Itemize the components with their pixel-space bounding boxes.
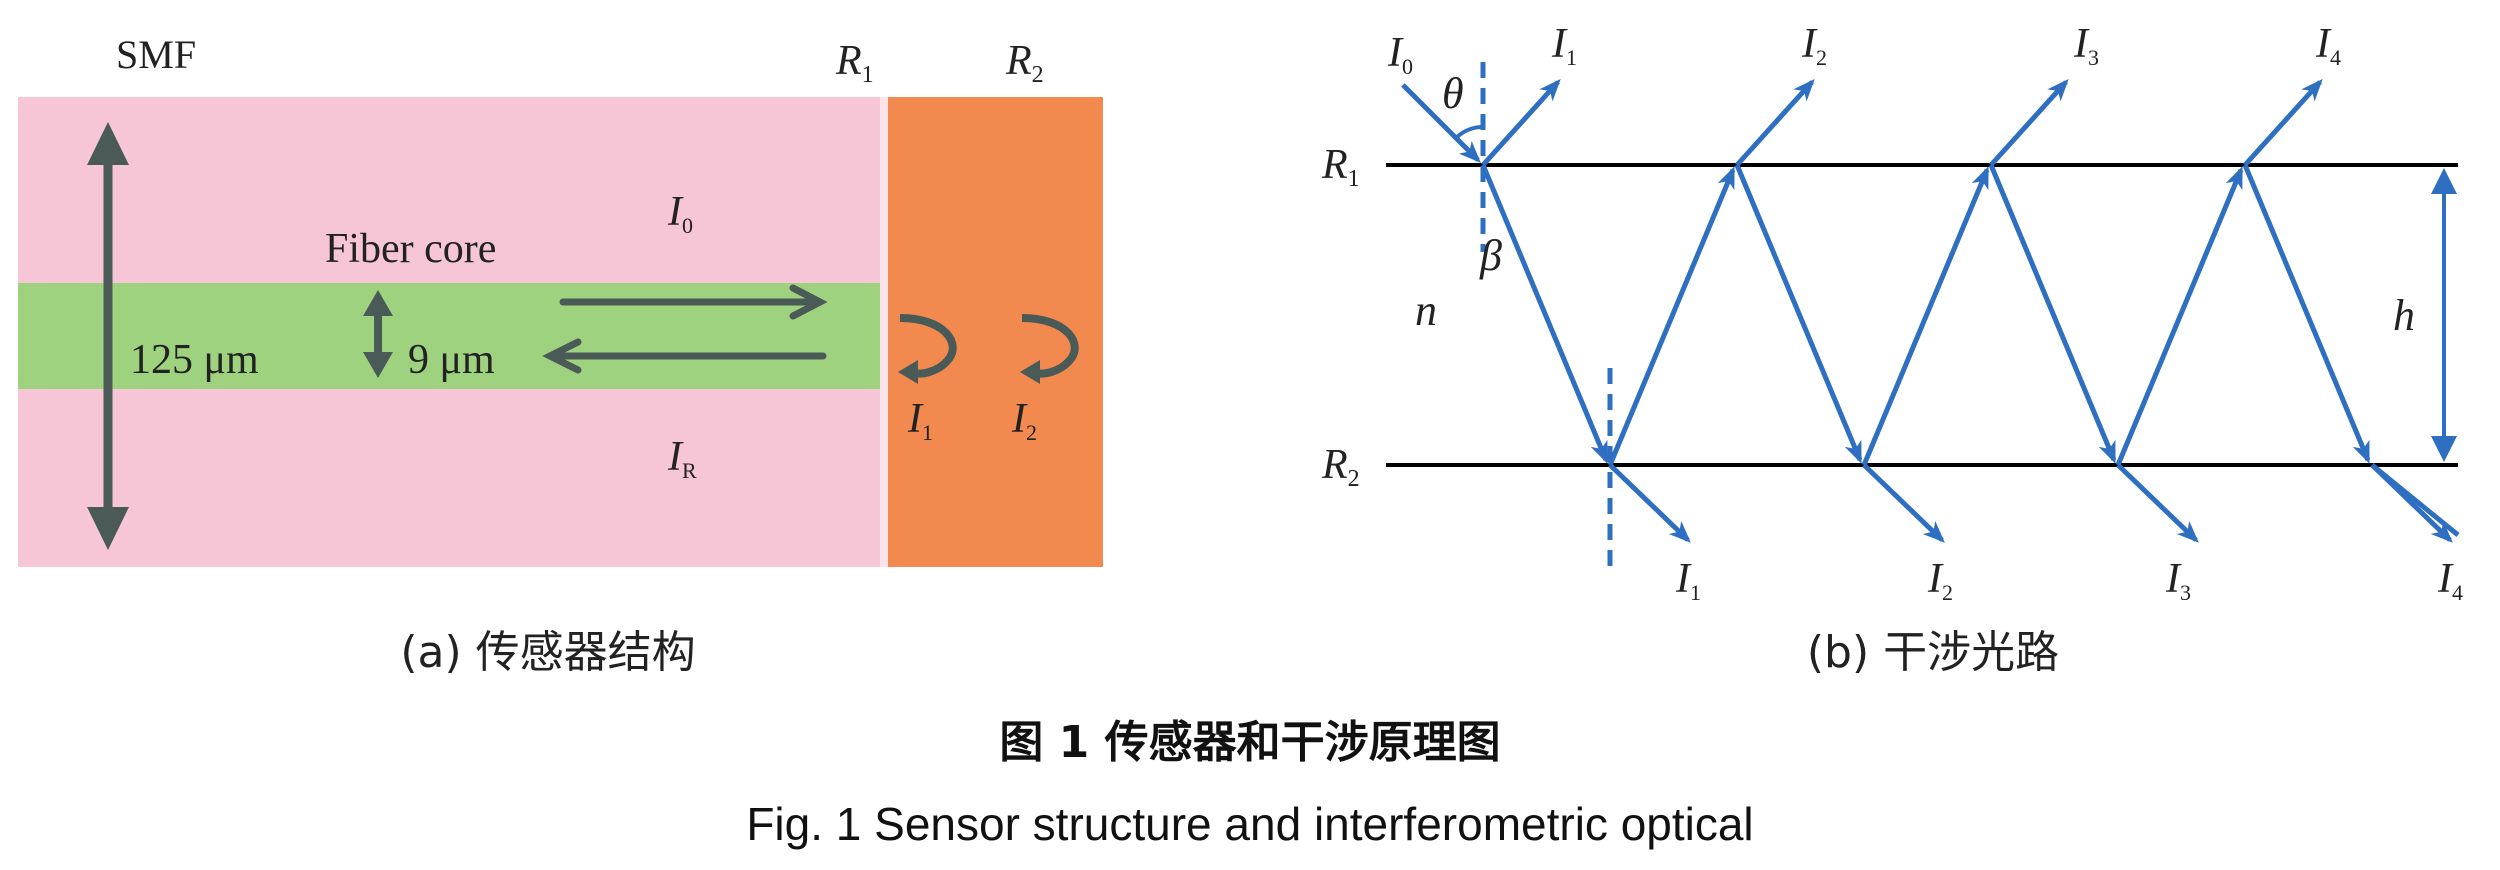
- panel-b: R1 R2 I0 θ β n h I1 I2 I3 I4 I1 I2 I3 I4…: [1321, 21, 2463, 678]
- i1-top-label: I1: [1551, 21, 1577, 70]
- figure-caption-en: Fig. 1 Sensor structure and interferomet…: [746, 798, 1753, 850]
- panel-a: SMF R1 R2 Fiber core 125 μm 9 μm I0 IR I…: [18, 32, 1103, 678]
- height-dimension-arrow: [2431, 168, 2457, 462]
- forward-light-arrow: [559, 284, 828, 320]
- i0-label-b: I0: [1387, 30, 1413, 79]
- smf-label: SMF: [116, 32, 196, 77]
- fiber-core-label: Fiber core: [325, 226, 496, 272]
- ir-label: IR: [667, 434, 697, 483]
- reflected-light-arrow: [542, 338, 827, 374]
- theta-label: θ: [1442, 69, 1464, 118]
- i3-bottom-label: I3: [2165, 556, 2191, 605]
- cladding-dimension-arrow: [87, 122, 129, 550]
- core-dimension-label: 9 μm: [408, 337, 495, 383]
- core-dimension-arrow: [363, 290, 393, 378]
- i4-top-label: I4: [2315, 21, 2341, 70]
- i0-label-a: I0: [667, 189, 693, 238]
- theta-arc: [1454, 124, 1484, 140]
- figure-caption-zh: 图 1 传感器和干涉原理图: [999, 717, 1500, 768]
- i2-label-a: I2: [1011, 396, 1037, 445]
- i2-bottom-label: I2: [1927, 556, 1953, 605]
- caption-b: (b) 干涉光路: [1807, 627, 2059, 678]
- caption-a: (a) 传感器结构: [400, 627, 695, 678]
- r1-label-a: R1: [835, 38, 874, 88]
- r2-label-b: R2: [1321, 442, 1360, 492]
- reflector-gap: [880, 97, 888, 567]
- transmitted-rays-top: [1481, 79, 2323, 167]
- beta-label: β: [1479, 231, 1502, 280]
- transmitted-rays-bottom: [1608, 463, 2453, 543]
- cladding-dimension-label: 125 μm: [130, 337, 259, 383]
- height-label: h: [2393, 291, 2415, 340]
- refractive-index-label: n: [1415, 286, 1437, 335]
- incident-ray: [1401, 83, 1481, 163]
- reflection-r1-curve: [898, 314, 957, 384]
- i1-bottom-label: I1: [1675, 556, 1701, 605]
- zigzag-rays: [1480, 164, 2460, 537]
- i1-label-a: I1: [907, 396, 933, 445]
- i3-top-label: I3: [2073, 21, 2099, 70]
- r1-label-b: R1: [1321, 142, 1360, 192]
- i2-top-label: I2: [1801, 21, 1827, 70]
- r2-label-a: R2: [1005, 38, 1044, 88]
- reflection-r2-curve: [1020, 314, 1079, 384]
- i4-bottom-label: I4: [2437, 556, 2463, 605]
